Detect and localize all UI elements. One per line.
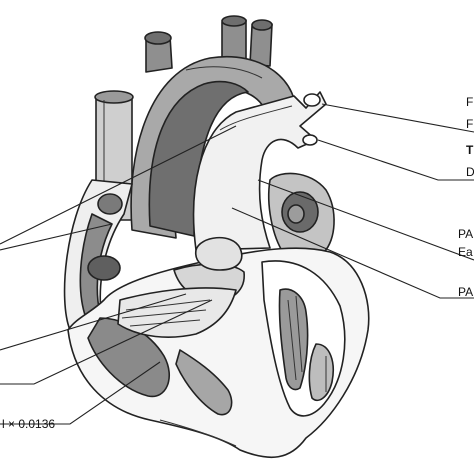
left-atrium	[267, 172, 335, 270]
leader-lines	[0, 103, 474, 425]
label-right-7: PA	[458, 285, 473, 299]
aortic-branches	[144, 15, 273, 73]
label-right-6: Ea	[458, 245, 473, 259]
label-left-bottom: l × 0.0136	[2, 417, 55, 431]
label-right-2: F	[466, 117, 473, 131]
right-labels: F F T D PA Ea PA	[458, 95, 474, 299]
aortic-root	[195, 236, 243, 271]
pulmonary-trunk	[192, 91, 327, 251]
label-right-1: F	[466, 95, 473, 109]
label-right-4: D	[466, 165, 474, 179]
ventricles	[67, 247, 370, 458]
label-right-5: PA	[458, 227, 473, 241]
label-right-3: T	[466, 143, 474, 157]
